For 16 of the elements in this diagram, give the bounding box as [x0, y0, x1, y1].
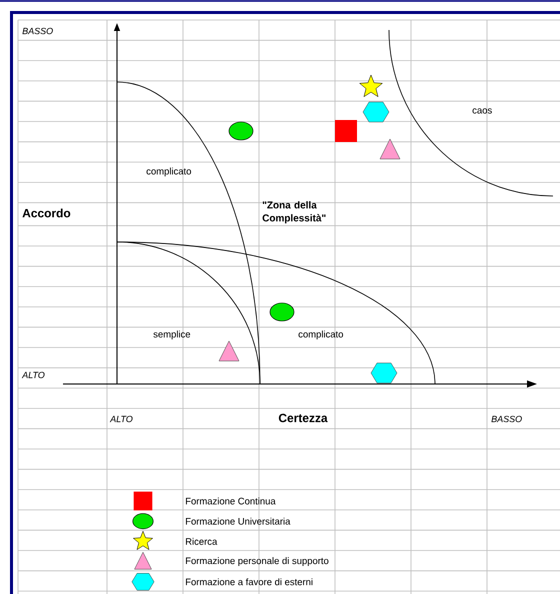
region-label: caos — [472, 108, 492, 114]
legend-label: Formazione a favore di esterni — [186, 578, 312, 586]
legend-label: Formazione personale di supporto — [186, 557, 328, 566]
axis-label: ALTO — [22, 372, 45, 378]
axis-label: BASSO — [22, 28, 53, 34]
axis-title: Accordo — [22, 208, 70, 218]
legend-label: Formazione Universitaria — [186, 518, 290, 525]
region-label: complicato — [298, 330, 344, 340]
region-label: complicato — [146, 168, 192, 176]
legend-label: Formazione Continua — [186, 498, 276, 504]
axis-label: ALTO — [110, 416, 133, 422]
axis-title: Certezza — [278, 414, 328, 422]
zone-label: "Zona della Complessità" — [262, 201, 326, 224]
region-label: semplice — [153, 330, 190, 340]
axis-label: BASSO — [491, 416, 522, 422]
legend-label: Ricerca — [186, 538, 218, 545]
